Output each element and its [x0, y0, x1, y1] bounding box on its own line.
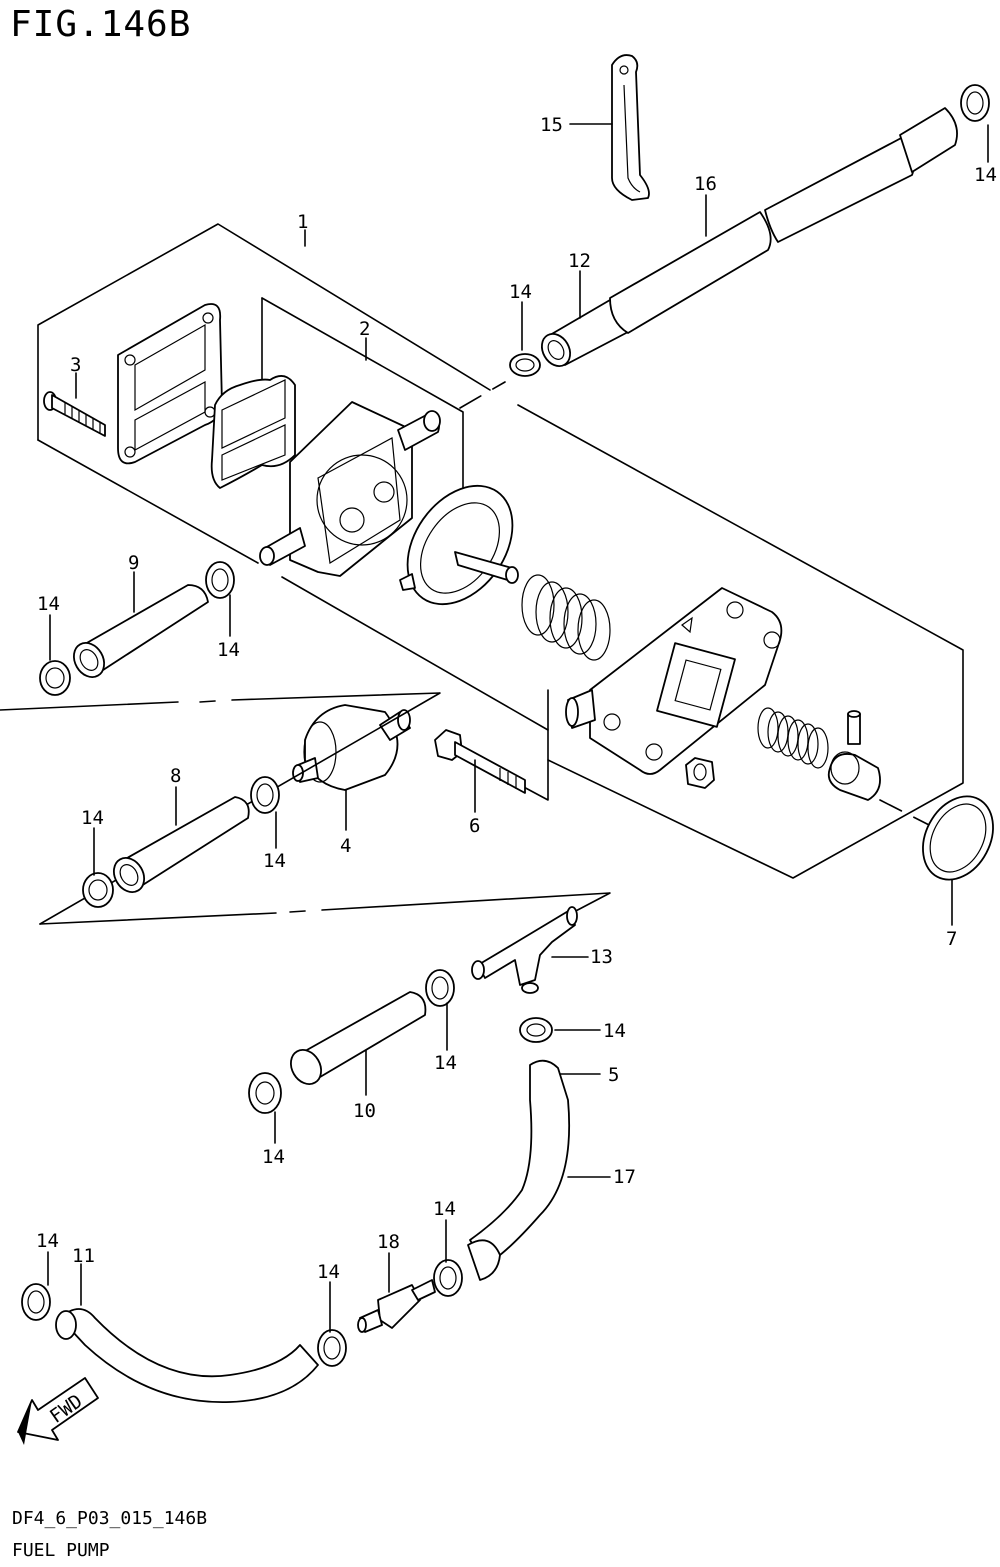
hose-11 — [55, 1308, 319, 1403]
hose-10 — [290, 991, 427, 1085]
callout-7: 7 — [946, 928, 957, 950]
callout-18: 17 — [613, 1166, 636, 1188]
callout-14-hose9-right: 14 — [217, 639, 240, 661]
clip — [39, 660, 71, 696]
nut — [685, 757, 715, 789]
clip — [21, 1283, 51, 1321]
joint-13 — [471, 906, 578, 994]
figure-title: FIG.146B — [10, 4, 192, 45]
spring-small — [757, 707, 829, 769]
gasket-inner — [210, 375, 296, 489]
callout-6: 6 — [469, 815, 480, 837]
callout-14-hose11-left: 14 — [36, 1230, 59, 1252]
callout-2: 2 — [359, 318, 370, 340]
callout-14-hose18: 14 — [433, 1198, 456, 1220]
clip — [248, 1072, 282, 1114]
callout-17: 16 — [694, 173, 717, 195]
spring-large — [521, 574, 611, 661]
strap-16 — [611, 54, 650, 201]
hose-17 — [609, 107, 958, 334]
o-ring — [922, 795, 994, 881]
clip — [250, 776, 280, 814]
hose-9 — [73, 584, 209, 678]
pump-body — [259, 401, 441, 577]
clip — [519, 1017, 553, 1043]
callout-3: 3 — [70, 354, 81, 376]
callout-5: 5 — [608, 1064, 619, 1086]
callout-15: 14 — [262, 1146, 285, 1168]
screw-3 — [43, 391, 106, 437]
callout-14-top-right: 14 — [974, 164, 997, 186]
fuel-filter — [292, 704, 411, 791]
valve-cap — [827, 751, 881, 801]
callout-9: 9 — [128, 552, 139, 574]
callout-14-hose11-right: 14 — [317, 1261, 340, 1283]
callout-14-hose8-right: 14 — [263, 850, 286, 872]
callout-14-joint: 14 — [603, 1020, 626, 1042]
hose-8 — [113, 796, 250, 893]
callout-4: 4 — [340, 835, 351, 857]
pin — [847, 710, 861, 745]
clip — [205, 561, 235, 599]
bolt-6 — [434, 729, 526, 794]
callout-13: 13 — [590, 946, 613, 968]
assembly-outline-right — [517, 404, 964, 879]
callout-16: 15 — [540, 114, 563, 136]
figure-name: FUEL PUMP — [12, 1540, 110, 1561]
diaphragm — [399, 484, 519, 606]
callout-1: 1 — [297, 211, 308, 233]
callout-19: 18 — [377, 1231, 400, 1253]
clip — [960, 84, 990, 122]
fwd-arrow-icon: FWD — [17, 1377, 99, 1445]
callout-14-hose9-left: 14 — [37, 593, 60, 615]
callout-10: 10 — [353, 1100, 376, 1122]
callout-12: 12 — [568, 250, 591, 272]
filter-19 — [357, 1279, 436, 1333]
pump-cover — [565, 587, 783, 775]
clip — [509, 353, 541, 377]
clip — [82, 872, 114, 908]
clip — [425, 969, 455, 1007]
hose-12 — [540, 299, 629, 367]
section-divider — [0, 701, 179, 711]
assembly-outline-bottom — [37, 439, 259, 564]
hose-5-18 — [467, 1059, 571, 1281]
leader-lines — [47, 123, 989, 1333]
clip — [433, 1259, 463, 1297]
drawing-code: DF4_6_P03_015_146B — [12, 1508, 208, 1529]
gasket-outer — [117, 303, 223, 465]
callout-14-hose8-left: 14 — [81, 807, 104, 829]
clip — [317, 1329, 347, 1367]
callout-11: 11 — [72, 1245, 95, 1267]
assembly-outline — [37, 223, 491, 441]
callout-14-hose10: 14 — [434, 1052, 457, 1074]
callout-8: 8 — [170, 765, 181, 787]
callout-14-hose12: 14 — [509, 281, 532, 303]
